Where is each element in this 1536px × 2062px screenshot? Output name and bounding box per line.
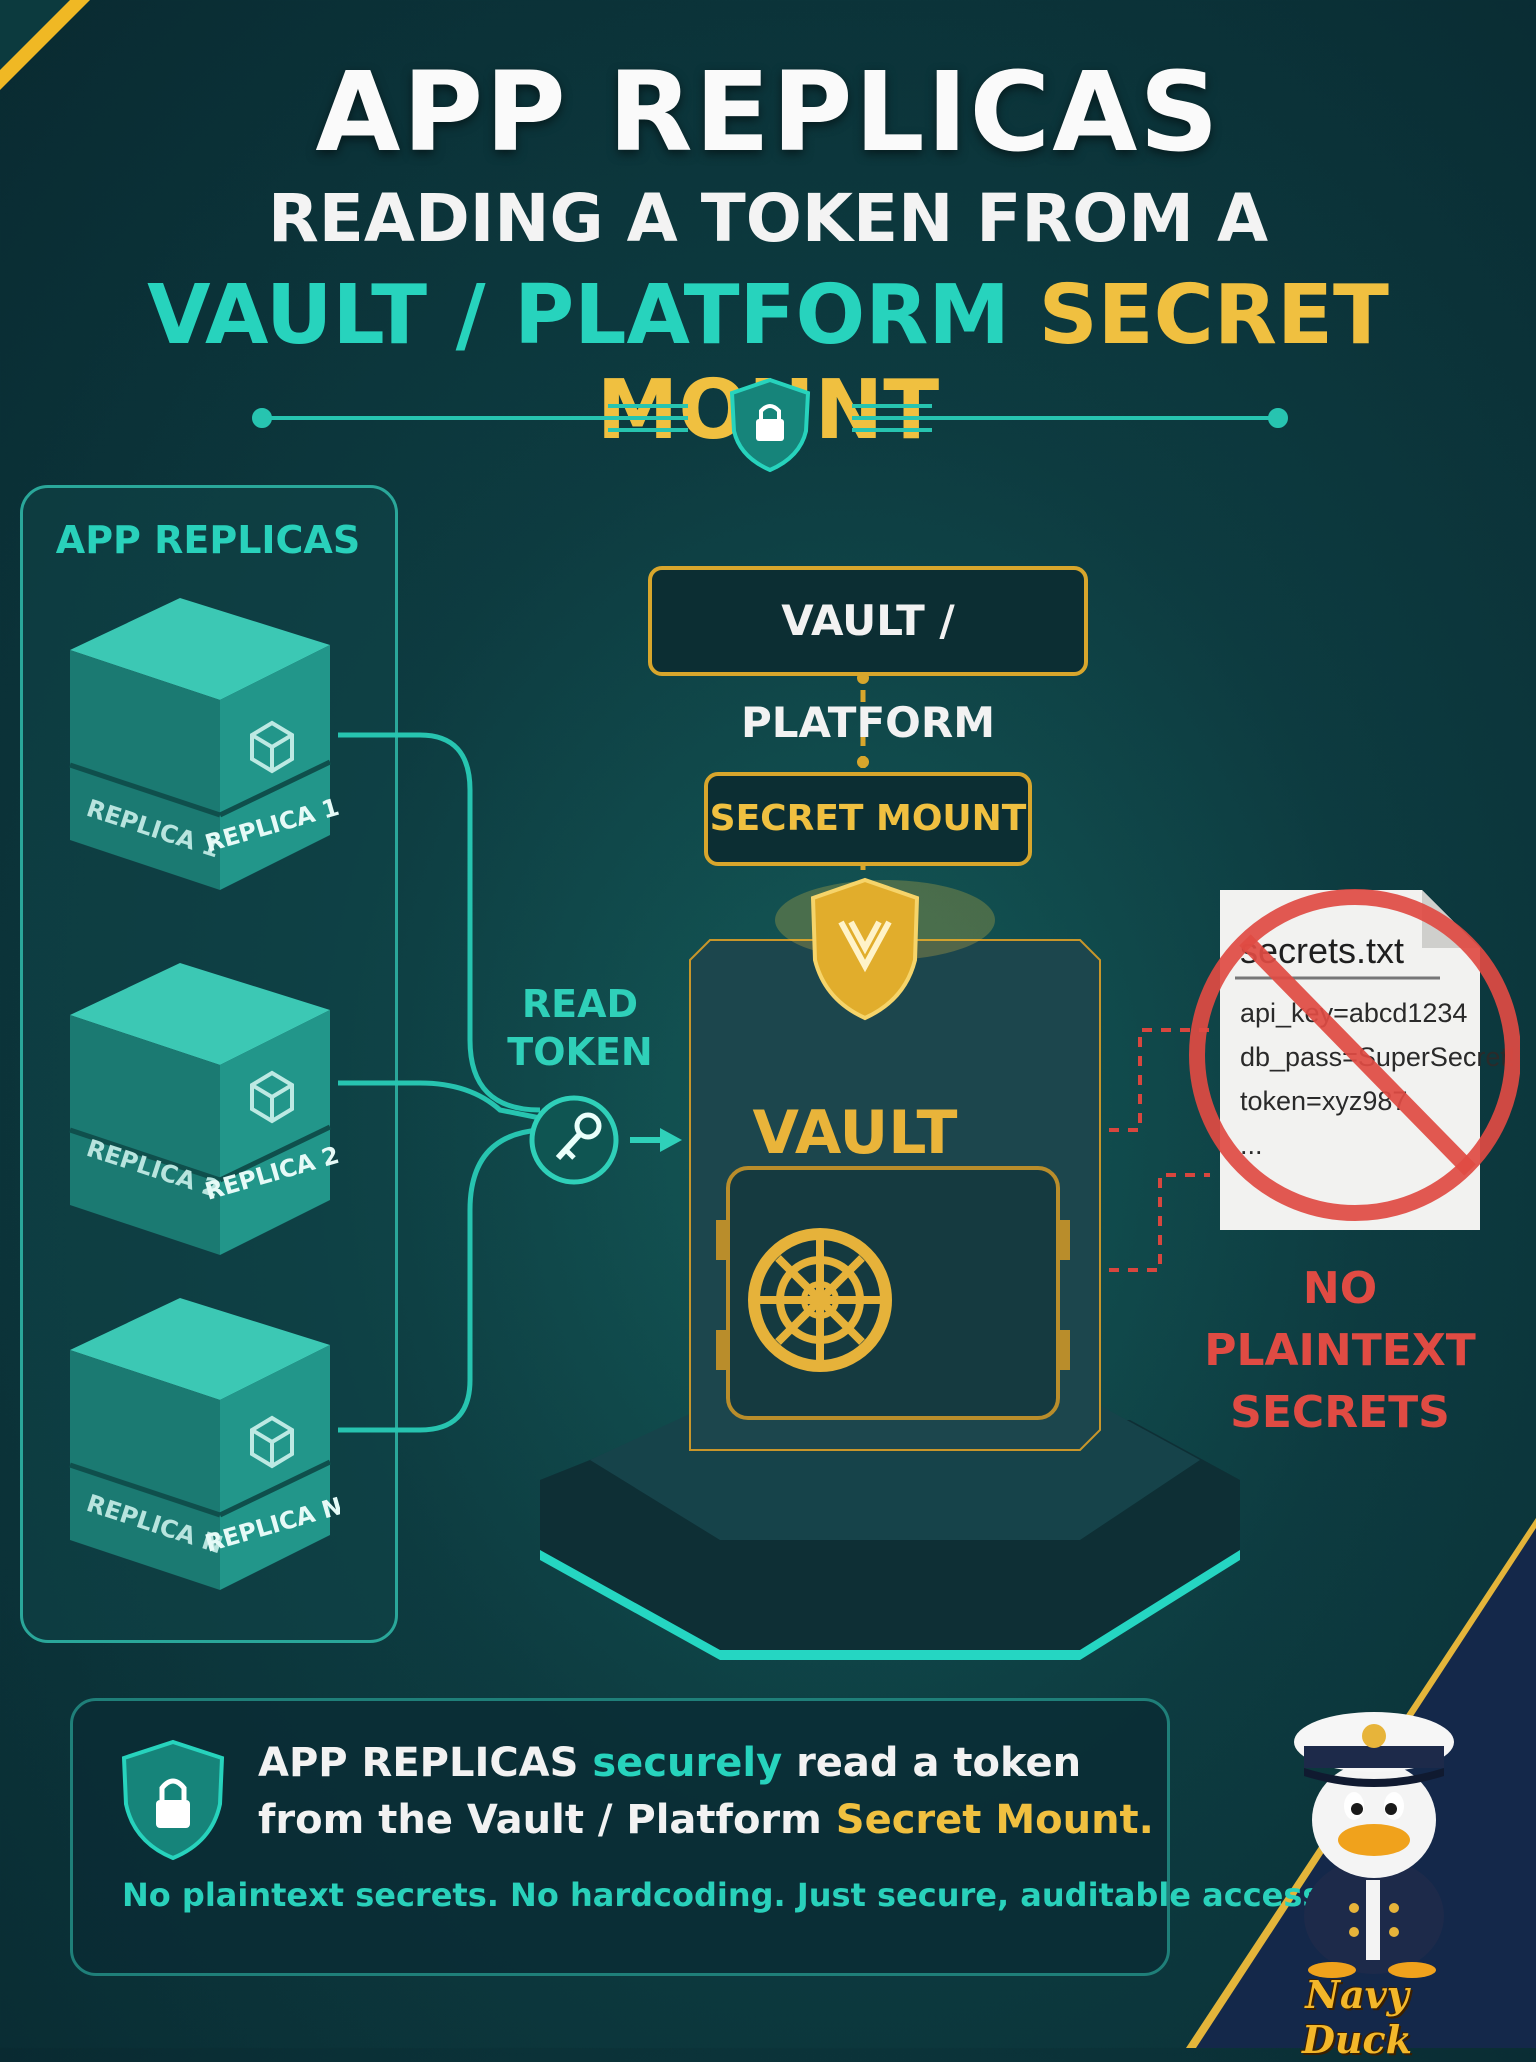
summary-line-2-b: Secret Mount. (835, 1797, 1154, 1843)
no-sign-icon (1189, 889, 1520, 1221)
title-divider (252, 377, 1288, 473)
vault-platform-label: VAULT / PLATFORM (648, 566, 1088, 747)
secret-mount-label: SECRET MOUNT (704, 772, 1032, 866)
summary-line-1-c: read a token (782, 1740, 1082, 1786)
replicas-panel-title: APP REPLICAS (55, 518, 361, 562)
duck-mascot (1294, 1712, 1454, 1978)
no-plaintext-warning: NO PLAINTEXT SECRETS (1160, 1258, 1520, 1444)
warning-line-2: SECRETS (1230, 1387, 1450, 1438)
vault-wheel-icon (748, 1228, 892, 1372)
warning-line-1: NO PLAINTEXT (1204, 1263, 1476, 1376)
connector-replica-1 (338, 732, 541, 1113)
cube-icon (250, 1415, 294, 1469)
cube-icon (250, 1070, 294, 1124)
summary-line-2: from the Vault / Platform Secret Mount. (258, 1797, 1154, 1843)
title-line-3: VAULT / PLATFORM SECRET MOUNT (0, 268, 1536, 458)
replica-2-cube: REPLICA 2 REPLICA 2 (69, 963, 340, 1255)
read-token-line-2: TOKEN (507, 1030, 653, 1074)
summary-line-3: No plaintext secrets. No hardcoding. Jus… (122, 1876, 1334, 1914)
arrow-to-vault (630, 1128, 682, 1152)
replica-1-cube: REPLICA 1 REPLICA 1 (69, 598, 340, 890)
title-secret-mount: SECRET MOUNT (597, 268, 1389, 458)
summary-panel (70, 1698, 1170, 1976)
shield-lock-icon (729, 377, 811, 473)
replica-n-cube: REPLICA N REPLICA N (69, 1298, 340, 1590)
file-line-1: api_key=abcd1234 (1240, 998, 1468, 1028)
vault-shield-icon (810, 877, 920, 1021)
summary-line-2-a: from the Vault / Platform (258, 1797, 836, 1843)
key-icon (529, 1095, 619, 1185)
lock-icon (121, 1739, 225, 1861)
file-line-3: token=xyz987 (1240, 1086, 1408, 1116)
connector-replica-n (338, 1127, 541, 1433)
title-line-1: APP REPLICAS (315, 48, 1221, 176)
corner-accent-dark (0, 0, 70, 70)
blocked-path (1090, 1028, 1210, 1272)
title-vault-platform: VAULT / PLATFORM (147, 268, 1010, 363)
summary-line-1-a: APP REPLICAS (258, 1740, 593, 1786)
vault-illustration (540, 877, 1240, 1660)
summary-line-1-b: securely (592, 1740, 783, 1786)
file-line-4: ... (1240, 1130, 1263, 1160)
vault-name: VAULT (752, 1098, 958, 1168)
title-line-2: READING A TOKEN FROM A (267, 180, 1269, 257)
read-token-label: READ TOKEN (495, 980, 665, 1076)
connector-replica-2 (338, 1080, 541, 1121)
summary-line-1: APP REPLICAS securely read a token (258, 1740, 1081, 1786)
cube-icon (250, 720, 294, 774)
brand-name: Navy Duck (1301, 1972, 1413, 2062)
read-token-line-1: READ (521, 982, 639, 1026)
